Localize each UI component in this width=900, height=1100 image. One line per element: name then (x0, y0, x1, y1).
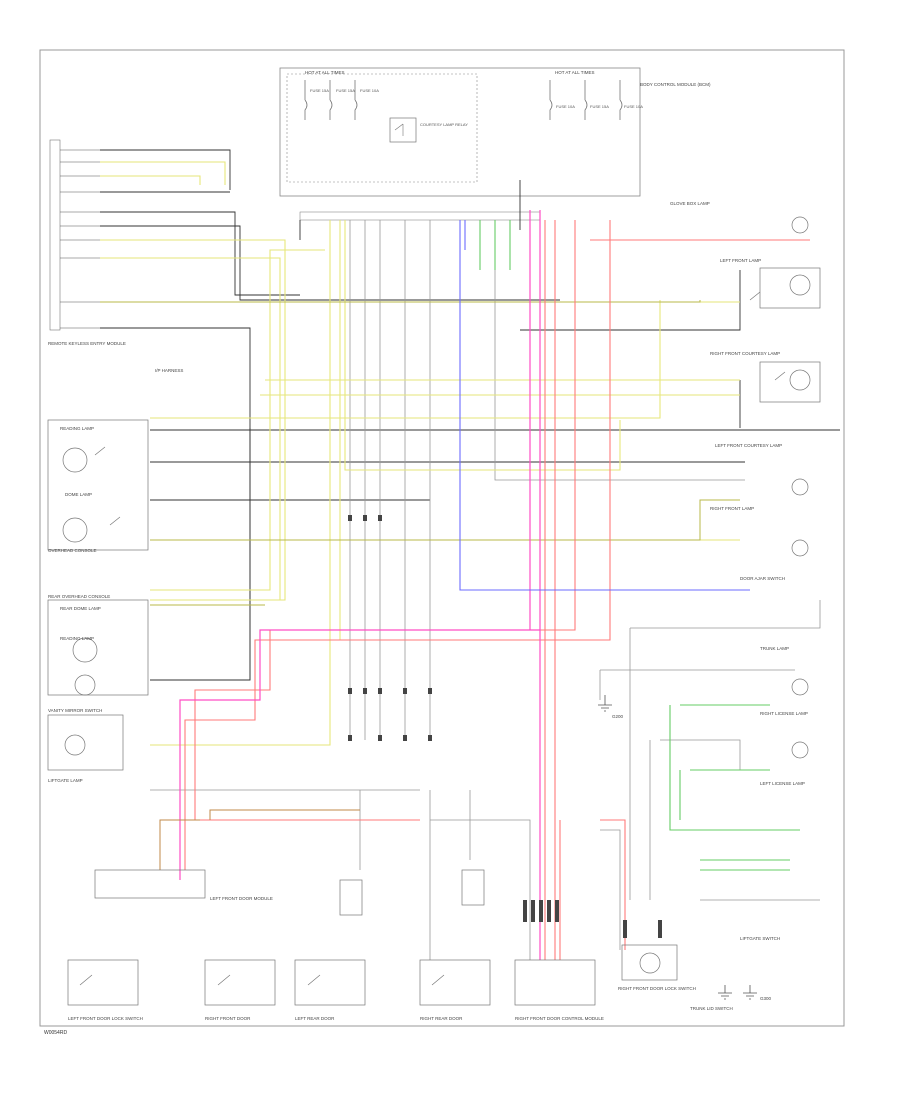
rear-dome-lamp-label: REAR DOME LAMP (60, 606, 101, 611)
ground-g200-label: G200 (612, 714, 624, 719)
fuse-c-label: FUSE 10A (360, 88, 379, 93)
ip-harness-label: I/P HARNESS (155, 368, 183, 373)
left-front-lamp-label: LEFT FRONT LAMP (720, 258, 761, 263)
bcm-label: BODY CONTROL MODULE (BCM) (640, 82, 711, 87)
blue-wires (459, 220, 750, 591)
diagram-frame (39, 49, 845, 1027)
ground-g300-label: G300 (760, 996, 772, 1001)
fuse-a-label: FUSE 15A (310, 88, 329, 93)
rear-console-label: REAR OVERHEAD CONSOLE (48, 594, 110, 599)
brown-wires (159, 809, 360, 870)
door-module-left-label: LEFT FRONT DOOR MODULE (210, 896, 273, 901)
door-ajar-label: DOOR AJAR SWITCH (740, 576, 785, 581)
ground-symbols (598, 695, 757, 1000)
left-front-courtesy-label: LEFT FRONT COURTESY LAMP (715, 443, 782, 448)
dome-lamp-label: DOME LAMP (65, 492, 92, 497)
trunk-switch-label: TRUNK LID SWITCH (690, 1006, 733, 1011)
connector-markers (348, 515, 662, 938)
license-lamp-l-label: LEFT LICENSE LAMP (760, 781, 805, 786)
fuse-f-label: FUSE 10A (624, 104, 643, 109)
fuse-b-label: FUSE 15A (336, 88, 355, 93)
fuse-block-label-right: HOT AT ALL TIMES (555, 70, 595, 75)
fuse-block-label-left: HOT AT ALL TIMES (305, 70, 345, 75)
fuse-e-label: FUSE 15A (590, 104, 609, 109)
relay-label: COURTESY LAMP RELAY (420, 122, 468, 127)
lh-front-door-lock-label: LEFT FRONT DOOR LOCK SWITCH (68, 1016, 143, 1021)
reading-lamp-label: READING LAMP (60, 426, 94, 431)
glove-box-label: GLOVE BOX LAMP (670, 201, 710, 206)
door-lock-switches (67, 869, 678, 1006)
overhead-console (47, 419, 149, 771)
right-front-lamp-label: RIGHT FRONT LAMP (710, 506, 754, 511)
pink-wires (179, 210, 541, 960)
overhead-console-label: OVERHEAD CONSOLE (48, 548, 97, 553)
fuse-d-label: FUSE 10A (556, 104, 575, 109)
black-wires (100, 149, 840, 681)
gray-wires (150, 220, 821, 960)
rh-front-door-label: RIGHT FRONT DOOR (205, 1016, 251, 1021)
left-module-label: REMOTE KEYLESS ENTRY MODULE (48, 341, 126, 346)
liftgate-lamp-label: LIFTGATE LAMP (48, 778, 83, 783)
lh-rear-door-label: LEFT REAR DOOR (295, 1016, 335, 1021)
license-lamp-r-label: RIGHT LICENSE LAMP (760, 711, 808, 716)
trunk-lamp-label: TRUNK LAMP (760, 646, 789, 651)
olive-wires (100, 300, 740, 606)
right-front-courtesy-label: RIGHT FRONT COURTESY LAMP (710, 351, 780, 356)
rh-rear-door-label: RIGHT REAR DOOR (420, 1016, 463, 1021)
green-wires (479, 220, 800, 871)
rear-reading-lamp-label: READING LAMP (60, 636, 94, 641)
liftgate-switch-label: LIFTGATE SWITCH (740, 936, 780, 941)
fuse-block: HOT AT ALL TIMES HOT AT ALL TIMES BODY C… (279, 67, 711, 221)
reference-code: W0054RD (44, 1030, 68, 1036)
yellow-wires (100, 161, 740, 746)
door-switch-module-left (94, 869, 206, 899)
rh-front-door-lock-label: RIGHT FRONT DOOR LOCK SWITCH (618, 986, 696, 991)
vanity-switch-label: VANITY MIRROR SWITCH (48, 708, 102, 713)
rh-front-module-label: RIGHT FRONT DOOR CONTROL MODULE (515, 1016, 604, 1021)
left-harness-connector: REMOTE KEYLESS ENTRY MODULE I/P HARNESS (48, 139, 183, 373)
right-lamps (749, 216, 821, 759)
